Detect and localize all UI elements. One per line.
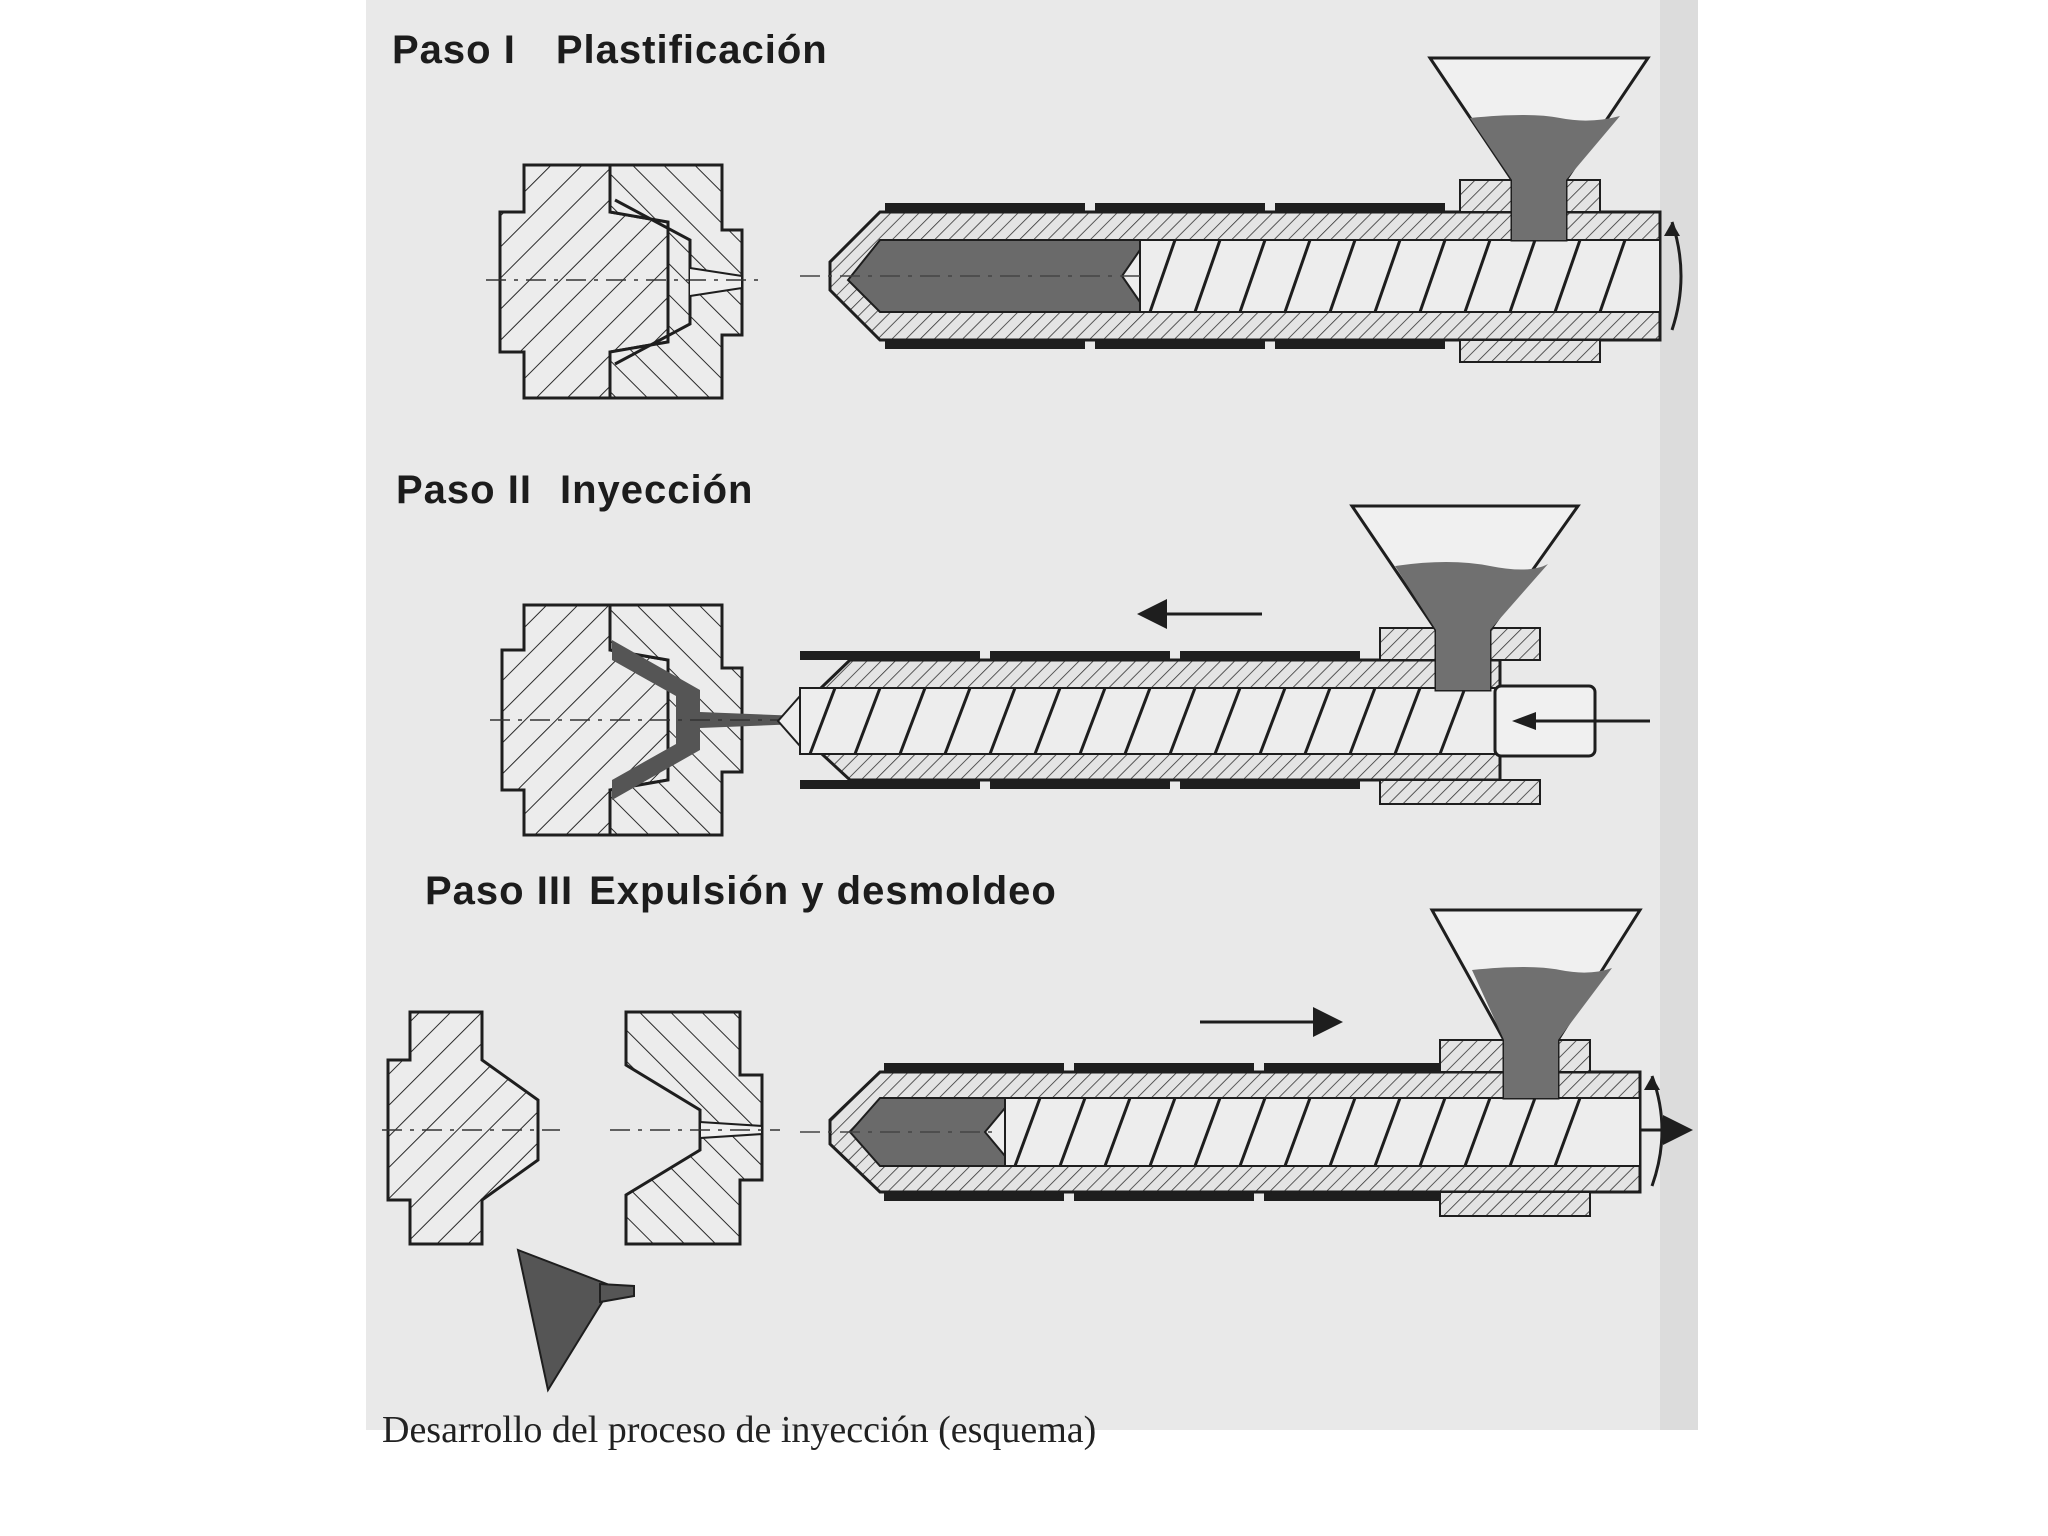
step-3-mold-left (386, 1010, 540, 1246)
step-2-label: Paso II (396, 468, 532, 512)
step-3-label: Paso III (425, 869, 574, 913)
step-3-title: Expulsión y desmoldeo (589, 869, 1057, 913)
step-3-drawing (382, 908, 1693, 1393)
step-2-heading: Paso II Inyección (396, 468, 753, 513)
step-2-title: Inyección (559, 468, 754, 512)
step-1-title: Plastificación (555, 28, 828, 72)
step-3-heading: Paso III Expulsión y desmoldeo (425, 869, 1057, 914)
step-1-mold-right (608, 163, 744, 400)
step-1-heading: Paso I Plastificación (392, 28, 828, 73)
step-1-melt (846, 239, 1141, 313)
step-2-filled-part (612, 640, 700, 800)
step-3-mold-right (624, 1010, 764, 1246)
figure-caption: Desarrollo del proceso de inyección (esq… (382, 1409, 1097, 1451)
step-3-ejected-part (516, 1248, 614, 1393)
step-1-label: Paso I (392, 28, 516, 72)
step-1-drawing (486, 56, 1683, 400)
step-2-drawing (490, 504, 1650, 837)
page-right-edge (1660, 0, 1698, 1430)
